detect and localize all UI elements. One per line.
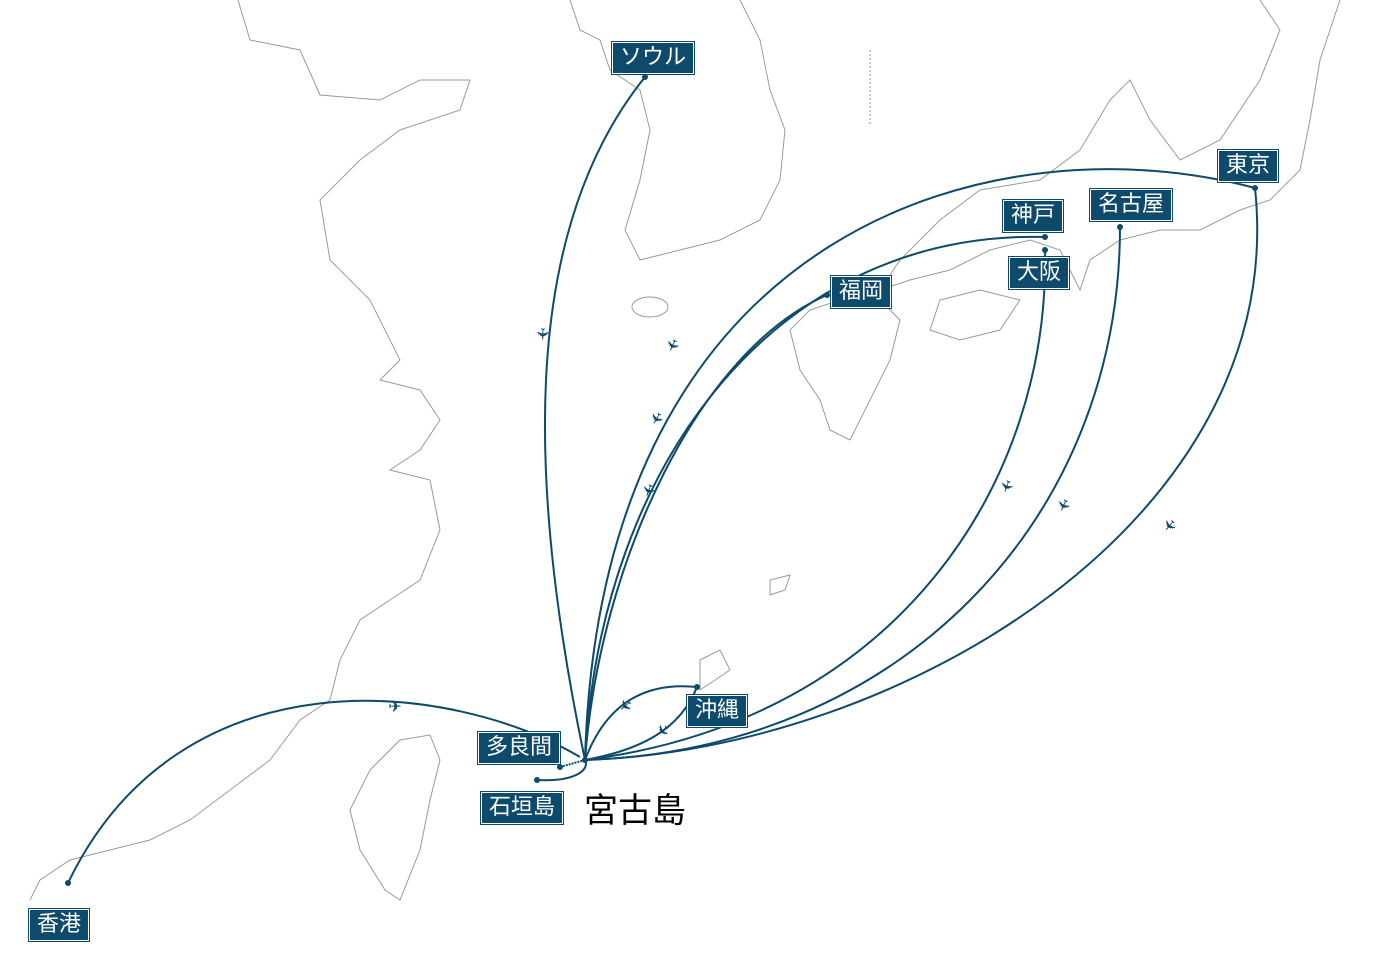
label-osaka[interactable]: 大阪 (1007, 256, 1071, 290)
airport-dots (65, 74, 1258, 886)
coastlines (29, 0, 1341, 901)
route-seoul (543, 76, 646, 761)
route-nagoya (584, 226, 1121, 761)
label-okinawa[interactable]: 沖縄 (685, 694, 749, 728)
routes (67, 76, 1258, 884)
label-seoul[interactable]: ソウル (610, 41, 696, 75)
route-osaka (584, 249, 1047, 761)
route-tokyo-inbound (584, 187, 1258, 761)
route-fukuoka (584, 294, 828, 761)
route-tarama (559, 759, 586, 768)
label-ishigaki[interactable]: 石垣島 (479, 791, 565, 825)
label-hongkong[interactable]: 香港 (27, 908, 91, 942)
label-nagoya[interactable]: 名古屋 (1088, 188, 1174, 222)
label-kobe[interactable]: 神戸 (1001, 199, 1065, 233)
label-fukuoka[interactable]: 福岡 (829, 275, 893, 309)
route-okinawa-upper (584, 685, 698, 761)
route-tokyo-outbound (584, 168, 1256, 761)
label-tarama[interactable]: 多良間 (476, 731, 562, 765)
airplane-icon: ✈ (532, 326, 553, 342)
label-tokyo[interactable]: 東京 (1216, 149, 1280, 183)
route-hongkong (67, 699, 581, 884)
hub-label-miyakojima: 宮古島 (584, 791, 686, 831)
airplane-icon: ✈ (388, 697, 402, 716)
